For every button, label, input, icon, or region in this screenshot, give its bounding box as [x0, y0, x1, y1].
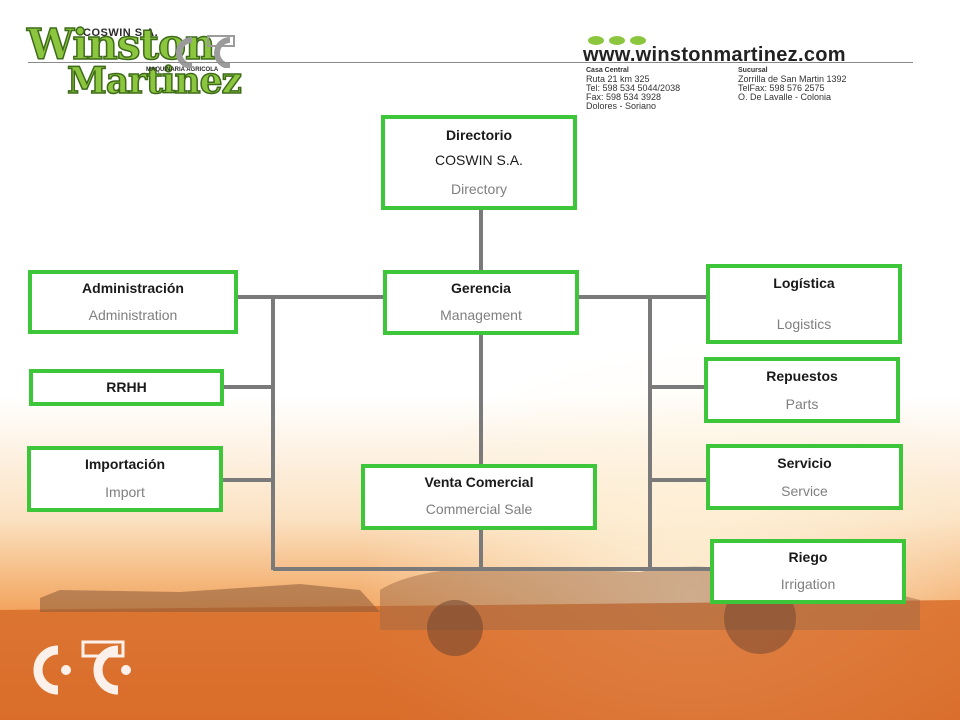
node-directory-english: Directory [450, 181, 507, 197]
node-management-title: Gerencia [451, 280, 511, 296]
node-hr: RRHH [29, 369, 224, 406]
node-parts-title: Repuestos [766, 368, 838, 384]
node-directory-title: Directorio [445, 127, 513, 143]
branch-line: O. De Lavalle - Colonia [738, 92, 832, 102]
node-irrigation-english: Irrigation [780, 576, 836, 592]
node-management-english: Management [440, 307, 522, 323]
main-office-line: Ruta 21 km 325 [586, 74, 650, 84]
node-import: Importación Import [27, 446, 223, 512]
node-irrigation: Riego Irrigation [710, 539, 906, 604]
node-service-title: Servicio [777, 455, 832, 471]
website-url[interactable]: www.winstonmartinez.com [583, 44, 846, 66]
main-office-line: Tel: 598 534 5044/2038 [586, 83, 681, 93]
node-management: Gerencia Management [383, 270, 579, 335]
node-commercial-sale-english: Commercial Sale [425, 501, 533, 517]
node-directory: Directorio COSWIN S.A. Directory [381, 115, 577, 210]
branch-label: Sucursal [738, 67, 768, 74]
node-irrigation-title: Riego [788, 549, 828, 565]
node-administration-title: Administración [82, 280, 184, 296]
node-hr-title: RRHH [106, 379, 147, 395]
company-name-small: COSWIN S.A. [83, 27, 159, 39]
main-office-label: Casa Central [586, 67, 629, 74]
node-parts: Repuestos Parts [704, 357, 900, 423]
node-logistics: Logística Logistics [706, 264, 902, 344]
node-administration: Administración Administration [28, 270, 238, 334]
branch-line: Zorrilla de San Martin 1392 [738, 74, 847, 84]
node-directory-company: COSWIN S.A. [435, 152, 523, 168]
node-administration-english: Administration [88, 307, 178, 323]
logo-tagline: MAQUINARIA AGRICOLA [146, 67, 219, 73]
node-commercial-sale-title: Venta Comercial [424, 474, 534, 490]
node-commercial-sale: Venta Comercial Commercial Sale [361, 464, 597, 530]
branch-address: Sucursal Zorrilla de San Martin 1392 Tel… [738, 66, 847, 102]
main-office-address: Casa Central Ruta 21 km 325 Tel: 598 534… [586, 66, 680, 111]
tractor-logo-icon [176, 35, 235, 68]
header-divider [28, 62, 913, 63]
node-service-english: Service [781, 483, 828, 499]
node-logistics-title: Logística [773, 275, 835, 291]
node-parts-english: Parts [785, 396, 819, 412]
main-office-line: Fax: 598 534 3928 [586, 92, 662, 102]
node-service: Servicio Service [706, 444, 903, 510]
company-emblem-icon [33, 640, 131, 695]
branch-line: TelFax: 598 576 2575 [738, 83, 825, 93]
node-import-english: Import [105, 484, 145, 500]
main-office-line: Dolores - Soriano [586, 101, 657, 111]
node-import-title: Importación [84, 456, 166, 472]
node-logistics-english: Logistics [776, 316, 832, 332]
brand-dots-icon [588, 32, 651, 50]
logo-word-martinez: Martinez [66, 60, 242, 102]
